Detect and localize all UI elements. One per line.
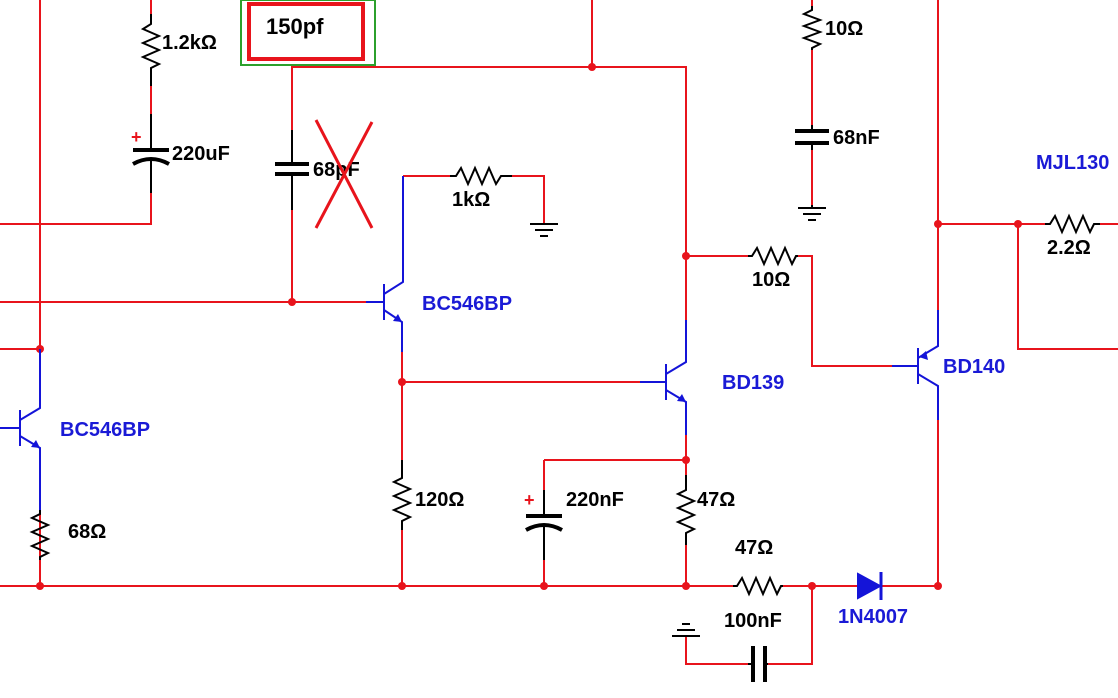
capacitor-label: 68nF (833, 127, 880, 149)
transistor-label: BD140 (943, 356, 1005, 378)
transistor-label: BC546BP (422, 293, 512, 315)
resistor-47-horizontal: 47Ω (733, 537, 783, 597)
ground-symbol (672, 623, 700, 637)
capacitor-label: 100nF (724, 610, 782, 632)
capacitor-100nf: 100nF (724, 610, 782, 682)
annotation-inner-box (247, 2, 365, 61)
resistor-68: 68Ω (29, 510, 106, 560)
polarity-mark: + (524, 490, 535, 510)
junction-dot (540, 582, 548, 590)
resistor-10-driver: 10Ω (748, 245, 798, 291)
annotation-150pf: 150pf (240, 0, 376, 66)
junction-dot (588, 63, 596, 71)
capacitor-68pf: 68pF (275, 119, 374, 229)
resistor-2-2: 2.2Ω (1045, 213, 1100, 259)
transistor-q4: BD140 (892, 310, 1005, 420)
resistor-label: 68Ω (68, 521, 106, 543)
resistor-label: 120Ω (415, 489, 464, 511)
diode-1n4007: 1N4007 (838, 572, 908, 628)
annotation-outer-box (240, 0, 376, 66)
strike-mark (314, 119, 374, 229)
wires (0, 0, 1118, 665)
capacitor-220uf: + 220uF (131, 114, 230, 193)
junction-dot (398, 378, 406, 386)
transistor-label: BC546BP (60, 419, 150, 441)
resistor-label: 47Ω (735, 537, 773, 559)
junction-dot (682, 456, 690, 464)
resistor-label: 1kΩ (452, 189, 490, 211)
ground-symbol (798, 205, 826, 221)
junction-dot (288, 298, 296, 306)
junction-dot (934, 582, 942, 590)
junction-dot (682, 252, 690, 260)
annotation-text: 150pf (266, 14, 324, 39)
capacitor-label: 220nF (566, 489, 624, 511)
resistor-label: 47Ω (697, 489, 735, 511)
resistor-label: 1.2kΩ (162, 32, 217, 54)
resistor-label: 2.2Ω (1047, 237, 1091, 259)
resistor-label: 10Ω (825, 18, 863, 40)
junction-dot (808, 582, 816, 590)
transistor-label: BD139 (722, 372, 784, 394)
resistor-47-vertical: 47Ω (675, 475, 735, 545)
resistor-1-2k: 1.2kΩ (140, 14, 217, 86)
diode-label: 1N4007 (838, 606, 908, 628)
polarity-mark: + (131, 127, 142, 147)
junction-dot (398, 582, 406, 590)
transistor-q1: BC546BP (0, 349, 150, 510)
junction-dot (682, 582, 690, 590)
resistor-10-top: 10Ω (801, 6, 863, 50)
transistor-label: MJL130 (1036, 152, 1109, 174)
capacitor-220nf: + 220nF (524, 489, 624, 560)
capacitor-68nf: 68nF (795, 125, 880, 150)
resistor-label: 10Ω (752, 269, 790, 291)
junction-dot (36, 582, 44, 590)
capacitor-label: 220uF (172, 143, 230, 165)
transistor-q2: BC546BP (366, 176, 512, 352)
junction-dot (934, 220, 942, 228)
ground-symbol (530, 223, 558, 237)
junction-dot (1014, 220, 1022, 228)
transistor-q3: BD139 (640, 320, 784, 435)
junctions (36, 63, 1022, 590)
resistor-1k: 1kΩ (450, 165, 512, 211)
resistor-120: 120Ω (391, 460, 464, 530)
